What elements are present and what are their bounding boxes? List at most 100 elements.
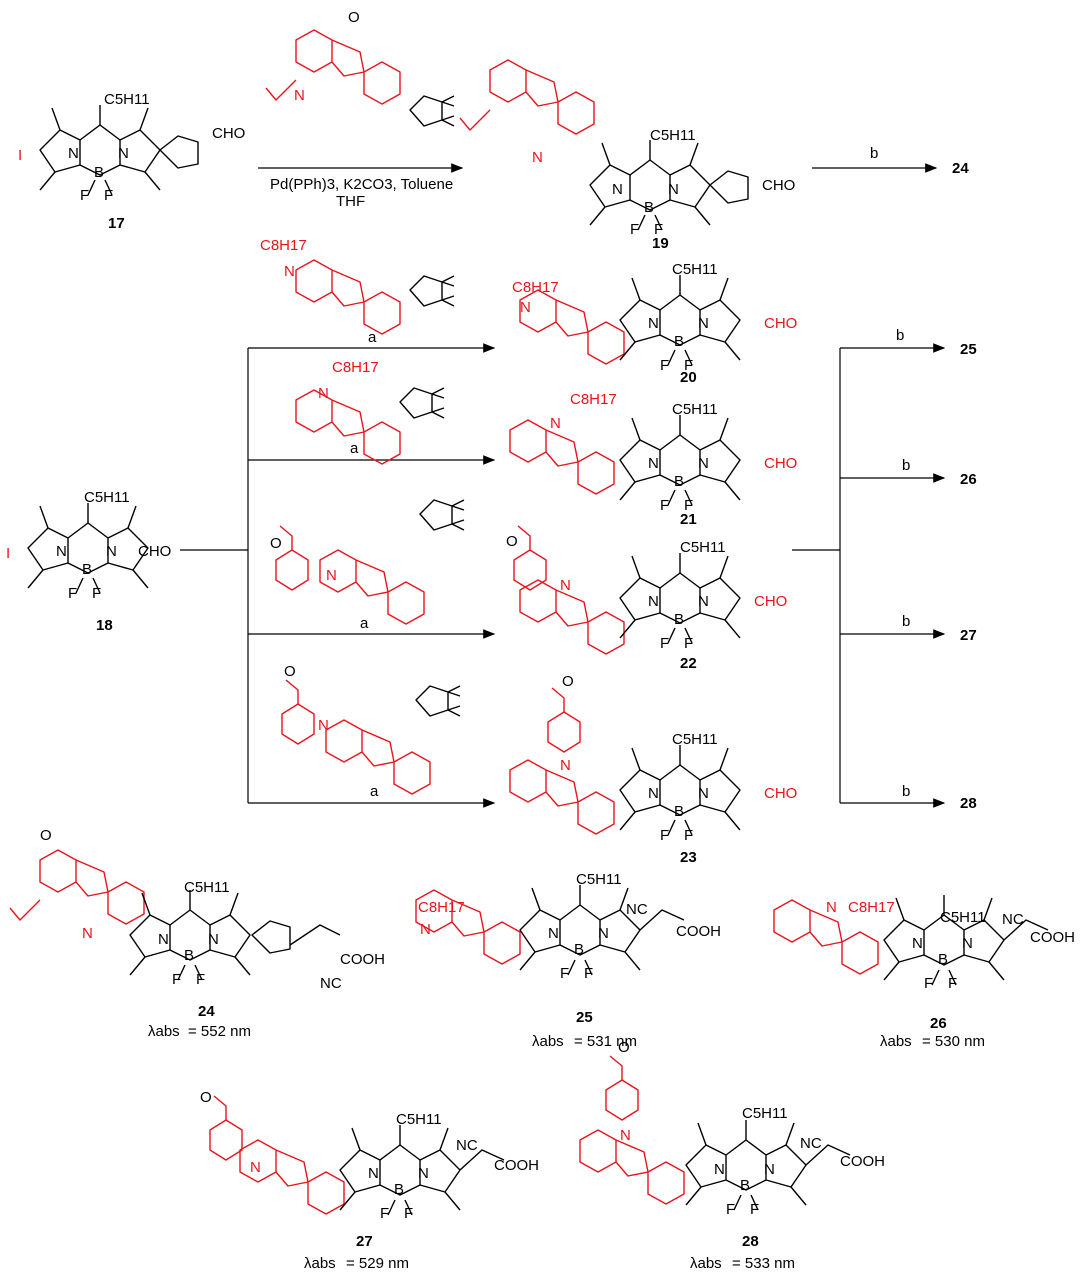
svg-text:NC: NC	[320, 975, 342, 992]
svg-text:C5H11: C5H11	[184, 879, 230, 896]
compound-19: N N B F F C5H11 CHO N 19	[459, 59, 795, 252]
svg-text:F: F	[660, 497, 669, 514]
svg-text:NC: NC	[456, 1137, 478, 1154]
compound-21: C8H17 N N N B F F C5H11 CHO 21	[509, 391, 797, 528]
svg-text:F: F	[172, 971, 181, 988]
iodo-label: I	[6, 545, 10, 562]
compound-number: 23	[680, 849, 697, 866]
svg-text:a: a	[370, 783, 379, 800]
svg-text:C8H17: C8H17	[512, 279, 559, 296]
svg-text:N: N	[648, 593, 659, 610]
svg-text:F: F	[684, 497, 693, 514]
reagent-anisyl-carbazole-2-bpin: O N	[281, 663, 461, 795]
svg-text:O: O	[562, 673, 574, 690]
svg-text:N: N	[560, 577, 571, 594]
svg-text:N: N	[532, 149, 543, 166]
iodo-label: I	[18, 147, 22, 164]
svg-text:B: B	[674, 803, 684, 820]
svg-text:F: F	[104, 187, 113, 204]
compound-17: I N N B F F C5H11 CHO 17	[18, 91, 245, 232]
reagent-line-2: THF	[336, 193, 365, 210]
svg-text:N: N	[598, 925, 609, 942]
svg-text:F: F	[196, 971, 205, 988]
reagent-carbazole-bpin-1: N O	[265, 9, 455, 127]
svg-text:λabs: λabs	[148, 1023, 180, 1040]
svg-text:O: O	[270, 535, 282, 552]
svg-text:C5H11: C5H11	[104, 91, 150, 108]
svg-text:N: N	[250, 1159, 261, 1176]
svg-text:O: O	[348, 9, 360, 26]
reagent-n-octyl-carbazole-3-bpin: C8H17 N	[260, 237, 455, 335]
svg-text:F: F	[404, 1205, 413, 1222]
svg-text:B: B	[82, 561, 92, 578]
target-24: 24	[952, 160, 969, 177]
compound-20: C8H17 N N N B F F C5H11 CHO 20	[512, 261, 797, 386]
svg-text:NC: NC	[1002, 911, 1024, 928]
compound-number: 24	[198, 1003, 215, 1020]
svg-text:B: B	[574, 941, 584, 958]
svg-text:F: F	[684, 827, 693, 844]
svg-text:F: F	[630, 221, 639, 238]
svg-text:λabs: λabs	[880, 1033, 912, 1050]
compound-28: O N N N B F F C5H11 NC COOH 28 λabs = 53…	[579, 1039, 885, 1272]
svg-text:N: N	[208, 931, 219, 948]
compound-number: 18	[96, 617, 113, 634]
target-25: 25	[960, 341, 977, 358]
svg-text:F: F	[92, 585, 101, 602]
compound-number: 20	[680, 369, 697, 386]
svg-text:C5H11: C5H11	[672, 261, 718, 278]
svg-text:N: N	[826, 899, 837, 916]
svg-text:N: N	[68, 145, 79, 162]
compound-number: 27	[356, 1233, 373, 1250]
svg-text:N: N	[106, 543, 117, 560]
svg-text:N: N	[368, 1165, 379, 1182]
svg-text:COOH: COOH	[1030, 929, 1075, 946]
svg-text:B: B	[674, 611, 684, 628]
svg-text:F: F	[660, 635, 669, 652]
svg-text:N: N	[612, 181, 623, 198]
svg-text:N: N	[912, 935, 923, 952]
svg-text:COOH: COOH	[494, 1157, 539, 1174]
svg-text:CHO: CHO	[764, 785, 797, 802]
svg-text:CHO: CHO	[212, 125, 245, 142]
svg-text:λabs: λabs	[304, 1255, 336, 1272]
svg-text:= 530 nm: = 530 nm	[922, 1033, 985, 1050]
svg-text:O: O	[200, 1089, 212, 1106]
svg-text:N: N	[318, 717, 329, 734]
svg-text:F: F	[660, 357, 669, 374]
svg-text:N: N	[698, 593, 709, 610]
svg-text:C5H11: C5H11	[742, 1105, 788, 1122]
compound-number: 28	[742, 1233, 759, 1250]
svg-text:N: N	[418, 1165, 429, 1182]
svg-text:CHO: CHO	[762, 177, 795, 194]
compound-number: 22	[680, 655, 697, 672]
svg-text:F: F	[380, 1205, 389, 1222]
svg-text:COOH: COOH	[676, 923, 721, 940]
svg-text:b: b	[902, 457, 910, 474]
svg-text:N: N	[420, 921, 431, 938]
svg-text:N: N	[668, 181, 679, 198]
svg-text:λabs: λabs	[690, 1255, 722, 1272]
svg-text:F: F	[68, 585, 77, 602]
svg-text:C5H11: C5H11	[680, 539, 726, 556]
svg-text:CHO: CHO	[138, 543, 171, 560]
svg-text:F: F	[726, 1201, 735, 1218]
svg-text:C5H11: C5H11	[396, 1111, 442, 1128]
svg-text:= 529 nm: = 529 nm	[346, 1255, 409, 1272]
svg-text:CHO: CHO	[764, 455, 797, 472]
svg-text:C5H11: C5H11	[576, 871, 622, 888]
compound-25: C8H17 N N N B F F C5H11 NC COOH 25 λabs …	[415, 871, 721, 1050]
svg-text:B: B	[394, 1181, 404, 1198]
svg-text:C8H17: C8H17	[848, 899, 895, 916]
svg-text:O: O	[284, 663, 296, 680]
svg-text:b: b	[870, 145, 878, 162]
svg-text:COOH: COOH	[340, 951, 385, 968]
compound-26: C8H17 N N N B F F C5H11 NC COOH 26 λabs …	[773, 894, 1075, 1050]
svg-text:F: F	[684, 357, 693, 374]
svg-text:N: N	[550, 415, 561, 432]
svg-text:b: b	[896, 327, 904, 344]
svg-text:a: a	[350, 440, 359, 457]
reagent-line-1: Pd(PPh)3, K2CO3, Toluene	[270, 176, 453, 193]
svg-text:F: F	[660, 827, 669, 844]
target-26: 26	[960, 471, 977, 488]
